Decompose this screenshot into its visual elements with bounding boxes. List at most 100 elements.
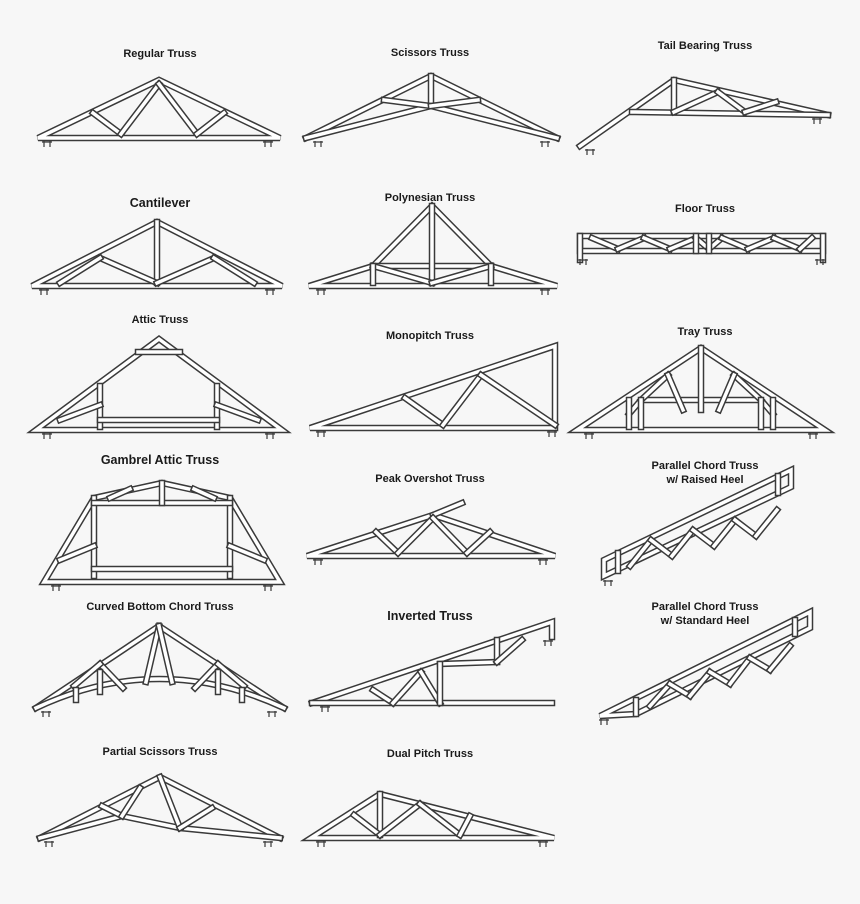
- truss-member-fill: [370, 263, 435, 286]
- truss-member-fill: [156, 81, 200, 137]
- bearing-support: [41, 711, 51, 717]
- bearing-support: [313, 141, 323, 147]
- truss-member-fill: [745, 235, 777, 252]
- bearing-support: [540, 141, 550, 147]
- truss-polynesian-drawing: [308, 201, 558, 295]
- bearing-support: [316, 841, 326, 847]
- truss-member-fill: [494, 637, 525, 665]
- truss-member-fill: [665, 372, 686, 413]
- truss-curved-bottom-chord: Curved Bottom Chord Truss: [20, 594, 300, 724]
- truss-curved-bottom-chord-drawing: [31, 622, 289, 717]
- truss-member-fill: [99, 803, 125, 819]
- truss-regular-drawing: [36, 76, 282, 147]
- truss-member-fill: [191, 486, 217, 501]
- truss-tray: Tray Truss: [565, 319, 845, 439]
- truss-title: Floor Truss: [675, 203, 735, 215]
- truss-chord-fill: [602, 467, 793, 579]
- truss-member-fill: [390, 669, 424, 706]
- bearing-support: [316, 289, 326, 295]
- truss-monopitch-drawing: [308, 341, 560, 437]
- truss-curved-chord-fill: [33, 677, 287, 711]
- truss-member-fill: [194, 110, 227, 137]
- bearing-support: [543, 640, 553, 646]
- truss-member-fill: [373, 529, 401, 556]
- bearing-support: [313, 559, 323, 565]
- truss-member-fill: [395, 515, 436, 556]
- truss-parallel-chord-standard-heel-drawing: [598, 606, 814, 725]
- truss-member-fill: [719, 235, 751, 252]
- bearing-support: [585, 149, 595, 155]
- truss-dual-pitch: Dual Pitch Truss: [290, 741, 570, 861]
- truss-member-fill: [97, 255, 160, 286]
- truss-chord-fill: [309, 343, 557, 430]
- truss-title: Scissors Truss: [390, 47, 470, 59]
- truss-tail-bearing: Tail Bearing Truss: [565, 32, 845, 160]
- truss-attic: Attic Truss: [20, 307, 300, 447]
- truss-member-fill: [478, 372, 558, 428]
- truss-member-fill: [647, 681, 673, 709]
- truss-member-fill: [57, 543, 97, 563]
- truss-gambrel-attic: Gambrel Attic Truss: [20, 446, 300, 596]
- truss-member-fill: [767, 643, 793, 673]
- truss-member-fill: [711, 517, 738, 549]
- bearing-support: [540, 289, 550, 295]
- truss-regular: Regular Truss: [20, 40, 300, 160]
- bearing-support: [808, 433, 818, 439]
- truss-member-fill: [430, 515, 470, 556]
- truss-member-fill: [57, 255, 103, 286]
- truss-member-fill: [351, 812, 383, 838]
- bearing-support: [263, 585, 273, 591]
- truss-member-fill: [747, 655, 773, 673]
- bearing-support: [538, 559, 548, 565]
- truss-member-fill: [727, 655, 753, 687]
- truss-chord-fill: [37, 78, 281, 140]
- bearing-support: [267, 711, 277, 717]
- truss-parallel-chord-raised-heel: Parallel Chord Truss w/ Raised Heel: [565, 452, 845, 592]
- truss-member-fill: [227, 543, 267, 563]
- truss-floor-drawing: [576, 232, 827, 265]
- bearing-support: [603, 580, 613, 586]
- truss-parallel-chord-raised-heel-drawing: [600, 464, 795, 586]
- truss-chord-fill: [571, 345, 831, 432]
- truss-member-fill: [464, 529, 493, 556]
- truss-member-fill: [107, 486, 133, 501]
- truss-member-fill: [440, 372, 484, 428]
- truss-title: Peak Overshot Truss: [375, 473, 485, 485]
- truss-member-fill: [648, 537, 675, 559]
- truss-title: Inverted Truss: [387, 609, 473, 623]
- truss-inverted-drawing: [307, 617, 556, 712]
- truss-member-fill: [742, 99, 779, 115]
- truss-member-fill: [154, 255, 217, 286]
- truss-member-fill: [211, 255, 257, 286]
- truss-title: Attic Truss: [131, 314, 189, 326]
- truss-chord-fill: [630, 110, 830, 117]
- truss-tray-drawing: [566, 344, 836, 439]
- truss-chord-fill: [309, 619, 554, 706]
- truss-member-fill: [641, 235, 673, 252]
- bearing-support: [578, 259, 588, 265]
- truss-member-fill: [157, 774, 183, 831]
- bearing-support: [39, 289, 49, 295]
- truss-member-fill: [377, 801, 423, 838]
- truss-member-fill: [71, 661, 103, 689]
- truss-member-fill: [589, 235, 621, 252]
- truss-title: Cantilever: [129, 196, 191, 210]
- truss-member-fill: [119, 785, 143, 819]
- truss-member-fill: [715, 89, 748, 115]
- truss-member-fill: [429, 98, 480, 108]
- truss-member-fill: [417, 801, 463, 838]
- truss-title: Monopitch Truss: [386, 330, 474, 342]
- truss-peak-overshot-drawing: [305, 498, 557, 565]
- bearing-support: [547, 431, 557, 437]
- bearing-support: [263, 841, 273, 847]
- truss-member-fill: [457, 813, 473, 838]
- truss-member-fill: [638, 372, 671, 403]
- bearing-support: [320, 706, 330, 712]
- bearing-support: [42, 433, 52, 439]
- bearing-support: [584, 433, 594, 439]
- truss-title: Regular Truss: [123, 48, 197, 60]
- truss-member-fill: [753, 507, 780, 539]
- truss-title: Parallel Chord Truss w/ Standard Heel: [651, 601, 759, 627]
- truss-partial-scissors: Partial Scissors Truss: [20, 739, 300, 859]
